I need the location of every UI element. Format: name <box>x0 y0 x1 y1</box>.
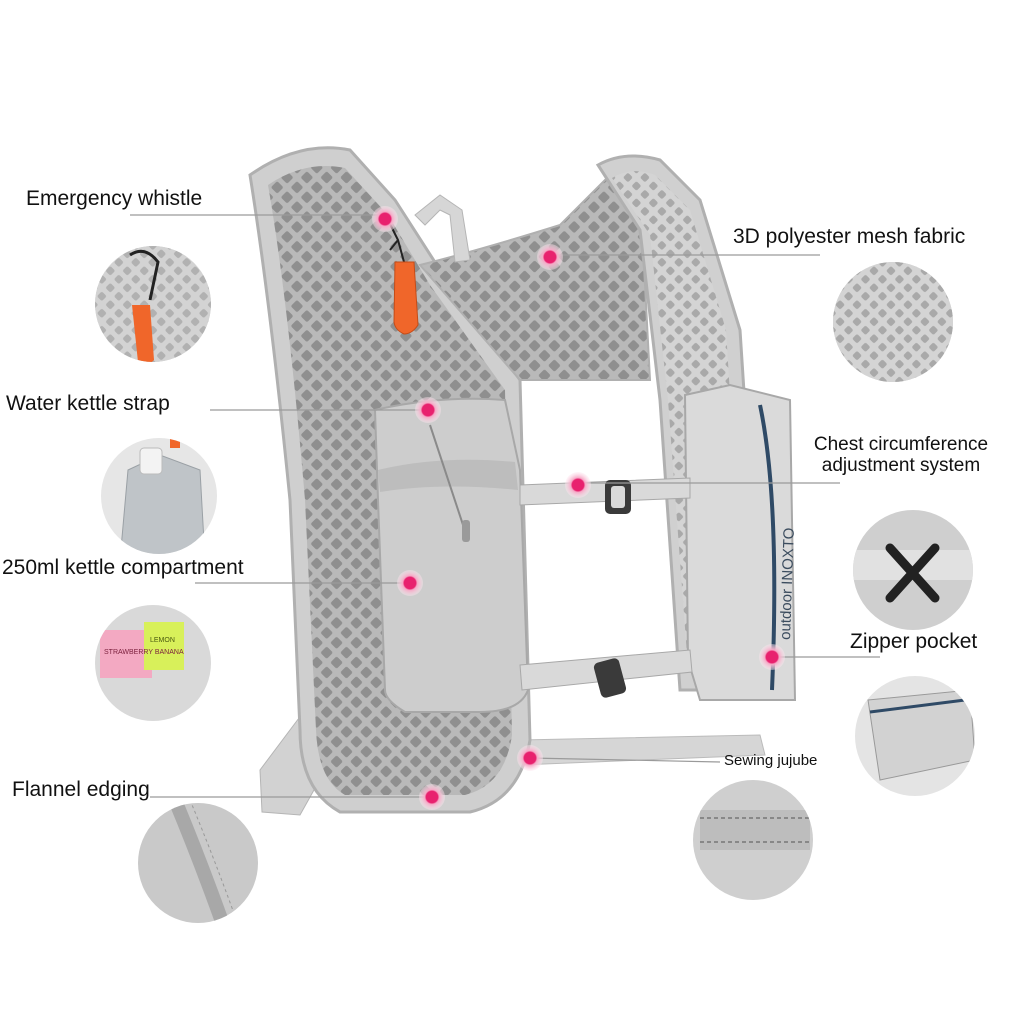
bottle-pocket <box>373 397 530 713</box>
detail-whistle <box>95 246 211 362</box>
callout-sewing-jujube: Sewing jujube <box>724 752 818 769</box>
hotspot-chest <box>565 472 591 498</box>
callout-emergency-whistle: Emergency whistle <box>26 187 203 210</box>
hotspot-compartment <box>397 570 423 596</box>
hotspot-whistle <box>372 206 398 232</box>
hotspot-jujube <box>517 745 543 771</box>
vest: outdoor INOXTO <box>248 146 798 816</box>
whistle-icon <box>132 305 154 362</box>
detail-snacks: STRAWBERRY BANANA LEMON <box>95 605 211 721</box>
buckle-lower <box>593 658 627 698</box>
detail-mesh <box>833 262 953 382</box>
detail-buckle <box>853 510 973 630</box>
detail-pocket <box>855 676 975 796</box>
callout-flannel-edging: Flannel edging <box>12 778 150 801</box>
kettle-detail <box>119 454 206 554</box>
pocket-brand-print: outdoor INOXTO <box>777 527 798 640</box>
detail-kettle <box>101 438 217 554</box>
snack-label-2: LEMON <box>150 637 175 644</box>
leader-lines <box>130 214 880 798</box>
whistle <box>393 261 419 335</box>
callout-mesh-fabric: 3D polyester mesh fabric <box>733 225 966 248</box>
callout-chest-line1: Chest circumference <box>813 434 989 455</box>
callout-water-kettle-strap: Water kettle strap <box>6 392 170 415</box>
hotspots <box>372 206 785 810</box>
hotspot-flannel <box>419 784 445 810</box>
callout-chest-line2: adjustment system <box>821 455 981 476</box>
callout-zipper-pocket: Zipper pocket <box>850 630 978 653</box>
callout-kettle-compartment: 250ml kettle compartment <box>2 556 244 579</box>
hang-loop <box>414 194 471 263</box>
detail-stitch <box>693 780 813 900</box>
hotspot-mesh <box>537 244 563 270</box>
callout-chest-adjustment: Chest circumference adjustment system <box>798 434 1004 476</box>
detail-edging <box>138 803 258 923</box>
snack-label-1: STRAWBERRY BANANA <box>104 649 184 656</box>
hotspot-zipper <box>759 644 785 670</box>
hotspot-strap <box>415 397 441 423</box>
